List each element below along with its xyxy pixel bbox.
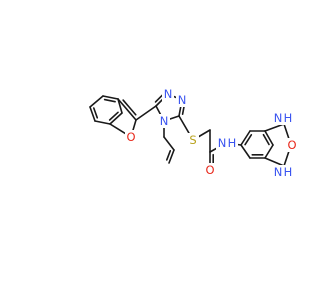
allyl-double-bond-inner: [165, 150, 172, 161]
bond-layer: [89, 92, 292, 171]
benzene-bond: [109, 112, 123, 125]
benzofuran-triazole-bond: [135, 105, 157, 121]
benzene-bond-inner: [103, 98, 116, 103]
triazole-n2-label: N: [178, 93, 187, 107]
aryl-bond: [240, 130, 251, 146]
amide-nh-label-mask: [216, 136, 238, 150]
amide-nh-label: N: [218, 136, 227, 150]
triazole-n1-label-mask: [162, 87, 174, 101]
triazole-n4-label-mask: [158, 114, 170, 128]
amide-nh-label-hydrogen: H: [228, 136, 237, 150]
allyl-double-bond: [168, 149, 175, 164]
triazole-n1-label: N: [164, 87, 173, 101]
furan-bond-inner: [122, 99, 137, 116]
furan-bond: [117, 98, 137, 121]
triazole-n2-label-mask: [176, 93, 188, 107]
benzene-bond-inner: [108, 111, 119, 121]
imidazolone-bond: [264, 157, 285, 167]
benzene-bond: [117, 98, 123, 114]
imidazolone-nh-top-label-mask: [272, 111, 294, 125]
imidazolone-bond: [264, 123, 285, 132]
imidazolone-nh-bottom-label-mask: [272, 165, 294, 179]
benzene-bond-inner: [92, 107, 99, 119]
imidazolone-oxygen-label-mask: [286, 138, 298, 152]
amide-oxygen-label: O: [205, 163, 214, 177]
sulfur-label-mask: [187, 133, 199, 147]
furan-oxygen-label: O: [126, 130, 135, 144]
imidazolone-nh-top-label: N: [274, 111, 283, 125]
aryl-bond-inner: [262, 133, 270, 146]
imidazolone-nh-bottom-label: N: [274, 165, 283, 179]
aryl-bond: [264, 144, 274, 159]
allyl-bond: [163, 136, 175, 151]
triazole-n4-label: N: [160, 114, 169, 128]
benzene-bond: [94, 120, 111, 125]
aryl-bond-inner: [244, 134, 253, 146]
furan-oxygen-label-mask: [125, 130, 137, 144]
aryl-bond: [240, 144, 251, 159]
benzene-bond: [89, 95, 104, 108]
imidazolone-oxygen-label: O: [287, 138, 296, 152]
benzene-bond: [89, 106, 96, 122]
benzene-bond: [102, 95, 119, 100]
aryl-bond: [264, 130, 274, 146]
imidazolone-nh-top-label-hydrogen: H: [284, 111, 293, 125]
amide-oxygen-label-mask: [204, 163, 216, 177]
sulfur-label: S: [189, 133, 196, 147]
imidazolone-nh-bottom-label-hydrogen: H: [284, 165, 293, 179]
